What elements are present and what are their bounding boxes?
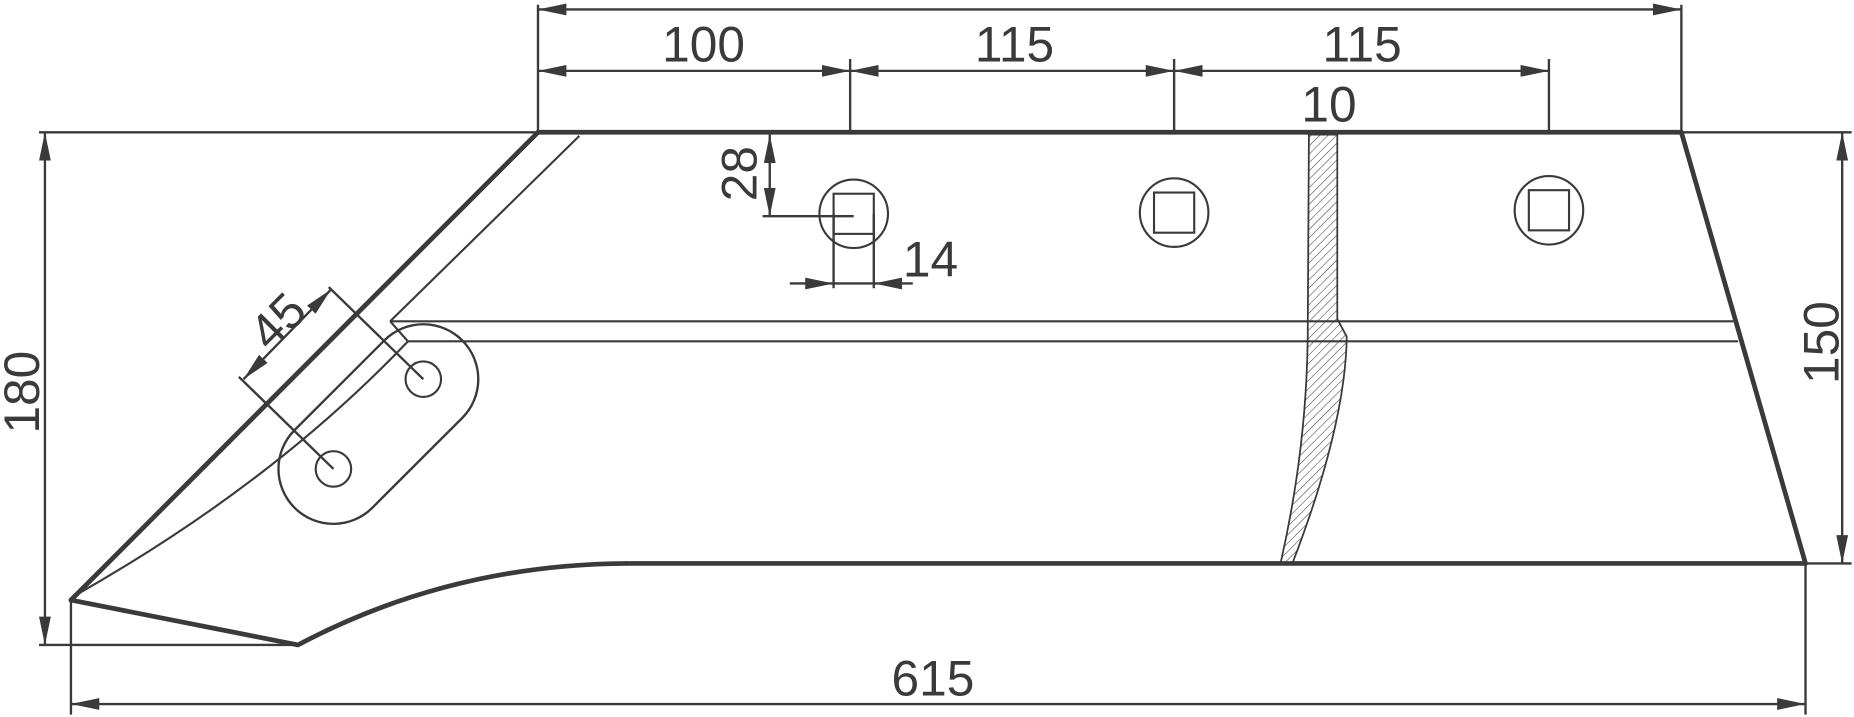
dim-115-b: 115 xyxy=(1323,16,1402,72)
dim-115-a: 115 xyxy=(975,16,1054,72)
mounting-slot xyxy=(277,323,480,526)
hole-dimensions: 28 14 xyxy=(712,134,958,290)
length-dimension: 615 xyxy=(69,563,1807,715)
top-dimensions: 100 115 115 10 xyxy=(536,3,1683,133)
hatched-section xyxy=(1279,133,1348,565)
dim-45: 45 xyxy=(238,282,317,361)
slot-hole-upper xyxy=(404,360,443,398)
dim-10: 10 xyxy=(1301,77,1356,133)
dim-615: 615 xyxy=(891,651,974,707)
slot-hole-lower xyxy=(314,450,353,488)
share-outline xyxy=(68,129,1808,648)
dim-100: 100 xyxy=(662,16,745,72)
dim-180: 180 xyxy=(0,351,50,434)
dim-14: 14 xyxy=(903,231,958,287)
height-dimension-left: 180 xyxy=(0,131,538,647)
height-dimension-right: 150 xyxy=(1681,131,1852,565)
dim-28: 28 xyxy=(712,146,768,201)
dim-150: 150 xyxy=(1794,301,1850,384)
